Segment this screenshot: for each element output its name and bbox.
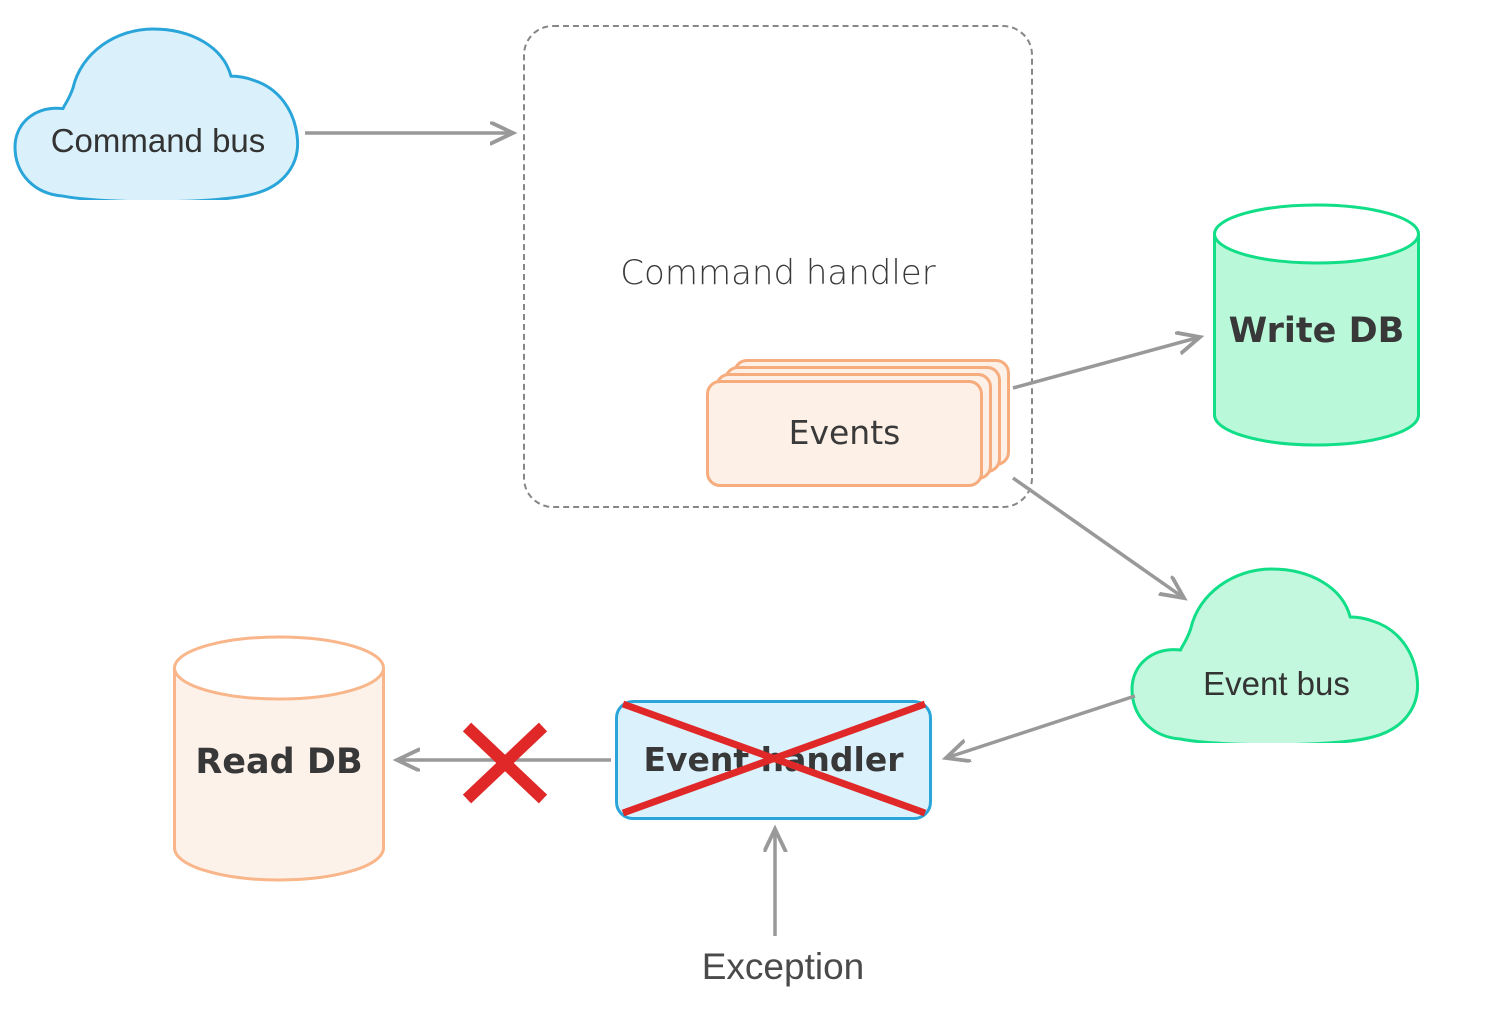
command-handler-label: Command handler	[620, 252, 936, 293]
node-events-stack: Events	[706, 359, 1018, 495]
read-db-label: Read DB	[195, 742, 363, 783]
node-write-db: Write DB	[1213, 203, 1420, 447]
event-handler-label: Event handler	[643, 739, 904, 779]
node-read-db: Read DB	[173, 635, 385, 882]
event-card-front: Events	[706, 380, 983, 487]
cloud-shape-icon	[13, 27, 300, 200]
event-bus-label: Event bus	[1203, 664, 1350, 702]
cloud-shape-icon	[1130, 567, 1420, 743]
exception-label: Exception	[701, 946, 865, 987]
cylinder-shape-icon	[173, 635, 385, 882]
node-event-handler: Event handler	[615, 700, 932, 820]
node-command-handler: Command handler	[523, 25, 1033, 508]
events-label: Events	[788, 413, 901, 453]
cylinder-shape-icon	[1213, 203, 1420, 447]
arrow-event-bus-to-event-handler	[946, 694, 1136, 758]
write-db-label: Write DB	[1228, 310, 1405, 351]
blocked-cross-on-read-db-arrow	[462, 722, 548, 804]
arrow-events-to-write-db	[1012, 337, 1200, 390]
node-event-bus: Event bus	[1130, 567, 1423, 743]
node-command-bus: Command bus	[13, 27, 303, 200]
command-bus-label: Command bus	[50, 121, 266, 159]
